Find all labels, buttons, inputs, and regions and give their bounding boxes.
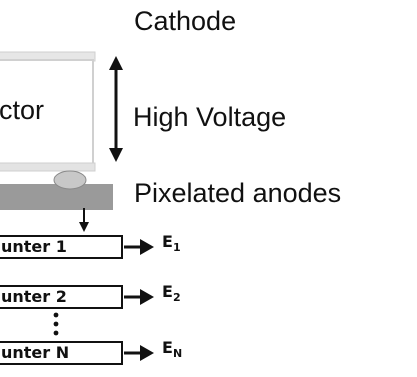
energy-symbol: E bbox=[162, 282, 173, 301]
ellipsis-dot bbox=[53, 321, 59, 327]
energy-subscript: 2 bbox=[172, 291, 181, 304]
anode-bump-bond bbox=[53, 170, 87, 190]
high-voltage-arrow-up-head bbox=[109, 56, 123, 70]
counter-label-n: unter N bbox=[1, 343, 70, 362]
cathode-label: Cathode bbox=[134, 6, 237, 36]
ellipsis-dot bbox=[53, 312, 59, 318]
energy-output-2: E2 bbox=[162, 282, 181, 304]
anodes-label: Pixelated anodes bbox=[134, 178, 342, 208]
energy-subscript: N bbox=[172, 347, 183, 360]
energy-subscript: 1 bbox=[172, 241, 181, 254]
anode-layer bbox=[0, 184, 113, 210]
energy-output-n: EN bbox=[162, 338, 183, 360]
counter-label-1: unter 1 bbox=[1, 237, 67, 256]
detector-label: ctor bbox=[0, 95, 45, 125]
signal-arrow-head bbox=[79, 222, 89, 232]
counter-label-2: unter 2 bbox=[1, 287, 67, 306]
high-voltage-arrow-down-head bbox=[109, 148, 123, 162]
counter-box-2 bbox=[0, 285, 123, 309]
counter-box-1 bbox=[0, 235, 123, 259]
detector-bottom-plate bbox=[0, 162, 96, 172]
energy-symbol: E bbox=[162, 338, 173, 357]
counter-box-n bbox=[0, 341, 123, 365]
ellipsis-dot bbox=[53, 330, 59, 336]
output-arrow-head-1 bbox=[140, 239, 154, 255]
energy-symbol: E bbox=[162, 232, 173, 251]
energy-output-1: E1 bbox=[162, 232, 181, 254]
output-arrow-head-n bbox=[140, 345, 154, 361]
high-voltage-label: High Voltage bbox=[133, 102, 287, 132]
output-arrow-head-2 bbox=[140, 289, 154, 305]
